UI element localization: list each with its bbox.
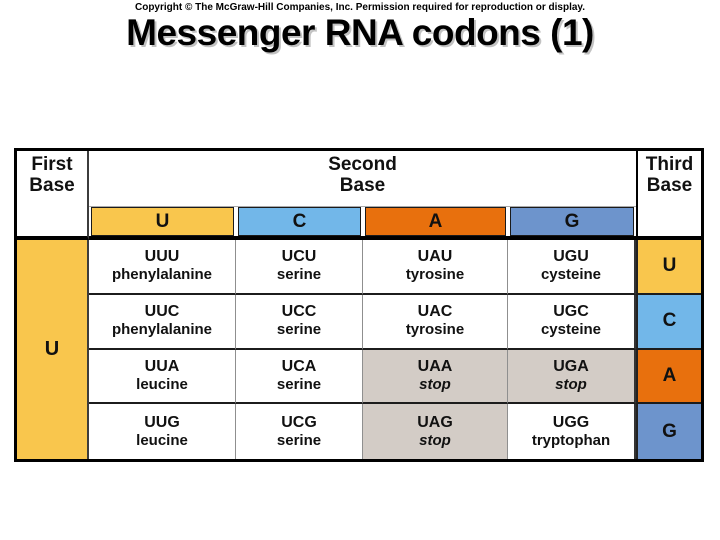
codon: UGG (552, 413, 590, 431)
codon: UGC (553, 303, 589, 321)
codon: UUU (144, 248, 180, 266)
codon: UAU (417, 248, 453, 266)
codon-cell-uca: UCA serine (236, 349, 363, 405)
first-base-u-cell: U (17, 240, 89, 459)
codon: UCA (281, 357, 317, 375)
amino-acid: serine (276, 375, 322, 393)
second-base-letter-u: U (91, 207, 234, 236)
codon-cell-ucc: UCC serine (236, 294, 363, 350)
codon: UCU (281, 248, 317, 266)
amino-acid: tyrosine (405, 266, 465, 284)
page-title: Messenger RNA codons (1) (126, 12, 594, 53)
amino-acid: tryptophan (531, 431, 611, 449)
second-base-letter-c: C (238, 207, 361, 236)
amino-acid: stop (555, 375, 587, 393)
codon-cell-uuc: UUC phenylalanine (89, 294, 236, 350)
amino-acid: cysteine (540, 321, 602, 339)
second-base-letter-g: G (510, 207, 634, 236)
third-base-a-cell: A (636, 349, 701, 405)
third-base-g-cell: G (636, 404, 701, 459)
codon-cell-uug: UUG leucine (89, 404, 236, 459)
codon-cell-uag-stop: UAG stop (363, 404, 508, 459)
third-base-header: Third Base (636, 151, 701, 240)
amino-acid: leucine (136, 431, 188, 449)
amino-acid: serine (276, 266, 322, 284)
codon: UAC (417, 303, 453, 321)
third-base-u-cell: U (636, 240, 701, 295)
codon-cell-uuu: UUU phenylalanine (89, 240, 236, 295)
first-base-header: First Base (17, 151, 89, 240)
codon: UUC (144, 303, 180, 321)
codon-cell-uga-stop: UGA stop (508, 349, 636, 405)
second-base-c-cell: C (236, 207, 363, 240)
codon-cell-uaa-stop: UAA stop (363, 349, 508, 405)
codon-cell-ucg: UCG serine (236, 404, 363, 459)
codon: UGA (553, 357, 589, 375)
codon-cell-ugc: UGC cysteine (508, 294, 636, 350)
amino-acid: stop (419, 431, 451, 449)
codon: UAA (417, 357, 453, 375)
codon-table: First Base Second Base Third Base U C A … (14, 148, 704, 462)
amino-acid: phenylalanine (111, 321, 213, 339)
codon-cell-ugg: UGG tryptophan (508, 404, 636, 459)
second-base-g-cell: G (508, 207, 636, 240)
second-base-letter-a: A (365, 207, 506, 236)
second-base-a-cell: A (363, 207, 508, 240)
codon: UCG (281, 413, 317, 431)
amino-acid: phenylalanine (111, 266, 213, 284)
second-base-u-cell: U (89, 207, 236, 240)
amino-acid: serine (276, 431, 322, 449)
codon-cell-ucu: UCU serine (236, 240, 363, 295)
codon: UUG (144, 413, 180, 431)
amino-acid: leucine (136, 375, 188, 393)
codon-cell-ugu: UGU cysteine (508, 240, 636, 295)
copyright-line: Copyright © The McGraw-Hill Companies, I… (134, 2, 586, 13)
amino-acid: stop (419, 375, 451, 393)
third-base-c-cell: C (636, 294, 701, 350)
codon: UGU (553, 248, 589, 266)
amino-acid: tyrosine (405, 321, 465, 339)
codon-cell-uau: UAU tyrosine (363, 240, 508, 295)
codon: UUA (144, 357, 180, 375)
codon-cell-uac: UAC tyrosine (363, 294, 508, 350)
amino-acid: cysteine (540, 266, 602, 284)
codon: UCC (281, 303, 317, 321)
amino-acid: serine (276, 321, 322, 339)
codon-cell-uua: UUA leucine (89, 349, 236, 405)
second-base-header: Second Base (89, 151, 636, 207)
codon: UAG (417, 413, 453, 431)
